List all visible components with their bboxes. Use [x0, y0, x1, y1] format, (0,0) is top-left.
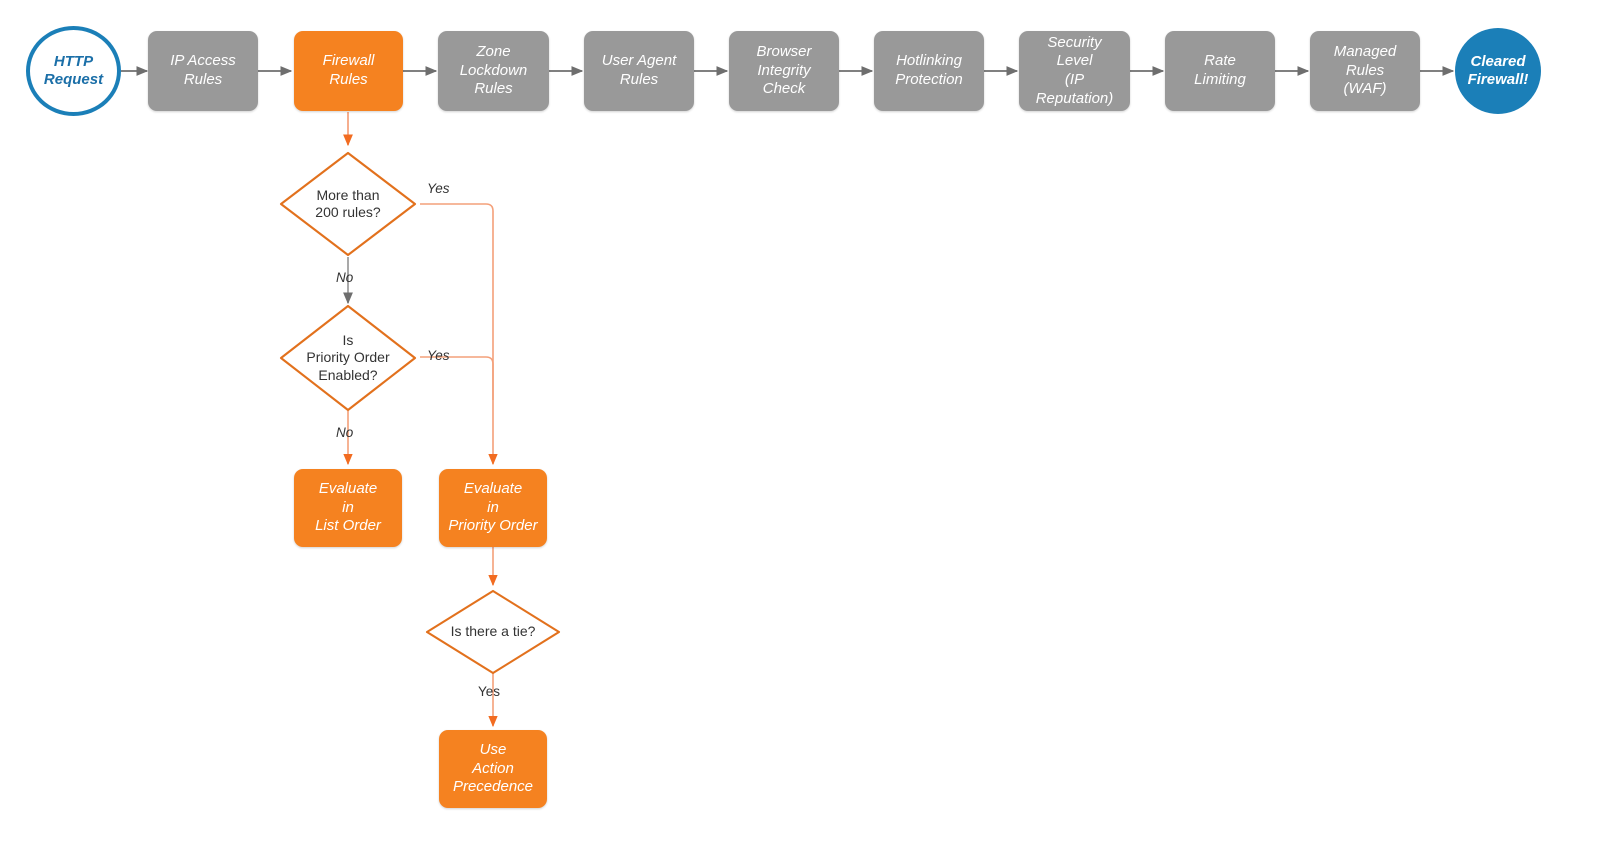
node-hotlinking-protection[interactable]: Hotlinking Protection [874, 31, 984, 111]
node-evaluate-priority-order[interactable]: Evaluate in Priority Order [439, 469, 547, 547]
node-security-level[interactable]: Security Level (IP Reputation) [1019, 31, 1130, 111]
node-ip-access-rules-label: IP Access Rules [170, 52, 236, 88]
node-http-request-label: HTTP Request [43, 53, 104, 88]
node-zone-lockdown-rules[interactable]: Zone Lockdown Rules [438, 31, 549, 111]
edge-more-than-200-yes [420, 203, 498, 466]
node-user-agent-rules[interactable]: User Agent Rules [584, 31, 694, 111]
node-evaluate-list-order-label: Evaluate in List Order [315, 480, 381, 535]
edge-label-priority-order-no: No [336, 425, 354, 440]
node-is-there-a-tie[interactable]: Is there a tie? [424, 588, 562, 676]
diamond-shape-icon [425, 589, 561, 675]
node-is-there-a-tie-label: Is there a tie? [450, 623, 536, 640]
node-priority-order-enabled-label: Is Priority Order Enabled? [306, 331, 390, 383]
node-more-than-200-rules[interactable]: More than 200 rules? [278, 150, 418, 258]
node-managed-rules-waf[interactable]: Managed Rules (WAF) [1310, 31, 1420, 111]
node-use-action-precedence-label: Use Action Precedence [452, 741, 534, 796]
node-hotlinking-protection-label: Hotlinking Protection [895, 52, 963, 88]
node-user-agent-rules-label: User Agent Rules [601, 52, 677, 88]
diamond-shape-icon [279, 151, 417, 257]
node-zone-lockdown-rules-label: Zone Lockdown Rules [459, 43, 528, 98]
node-evaluate-list-order[interactable]: Evaluate in List Order [294, 469, 402, 547]
node-rate-limiting-label: Rate Limiting [1194, 52, 1246, 88]
node-firewall-rules-label: Firewall Rules [322, 52, 375, 88]
edge-label-more-than-200-yes: Yes [427, 181, 450, 196]
node-ip-access-rules[interactable]: IP Access Rules [148, 31, 258, 111]
edge-priority-order-yes [420, 356, 494, 400]
node-browser-integrity-check-label: Browser Integrity Check [756, 43, 812, 98]
edge-label-priority-order-yes: Yes [427, 348, 450, 363]
node-evaluate-priority-order-label: Evaluate in Priority Order [448, 480, 538, 535]
node-managed-rules-waf-label: Managed Rules (WAF) [1333, 43, 1397, 98]
node-more-than-200-rules-label: More than 200 rules? [315, 186, 381, 220]
node-firewall-rules[interactable]: Firewall Rules [294, 31, 403, 111]
node-browser-integrity-check[interactable]: Browser Integrity Check [729, 31, 839, 111]
diamond-shape-icon [279, 304, 417, 412]
node-cleared-firewall-label: Cleared Firewall! [1467, 53, 1529, 88]
edge-label-more-than-200-no: No [336, 270, 354, 285]
node-use-action-precedence[interactable]: Use Action Precedence [439, 730, 547, 808]
edge-label-tie-yes: Yes [478, 684, 501, 699]
node-rate-limiting[interactable]: Rate Limiting [1165, 31, 1275, 111]
node-security-level-label: Security Level (IP Reputation) [1035, 33, 1114, 107]
node-http-request[interactable]: HTTP Request [26, 26, 121, 116]
node-cleared-firewall[interactable]: Cleared Firewall! [1455, 28, 1541, 114]
node-priority-order-enabled[interactable]: Is Priority Order Enabled? [278, 303, 418, 413]
